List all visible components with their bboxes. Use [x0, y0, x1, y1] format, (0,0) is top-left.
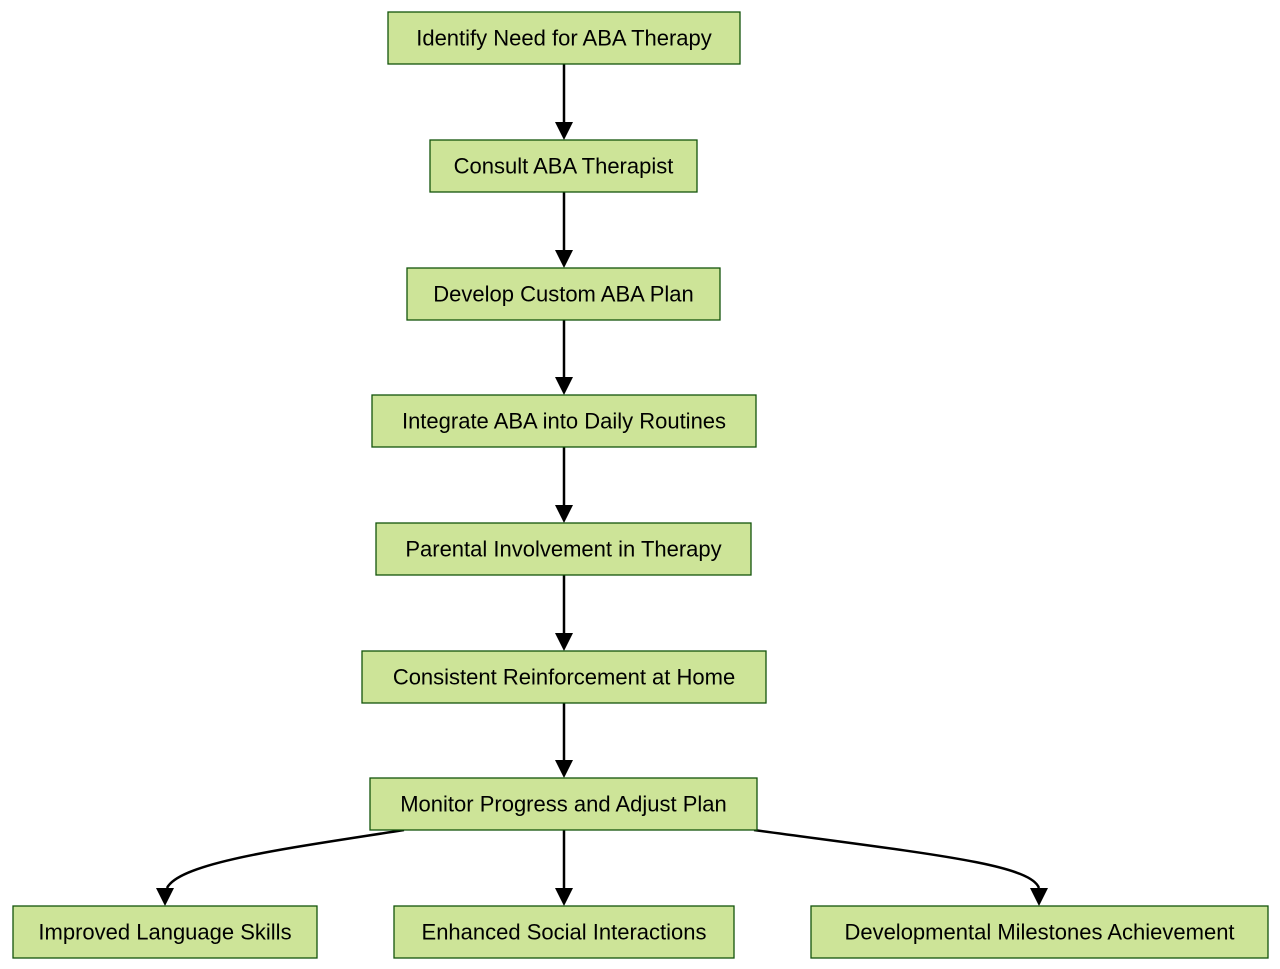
node-parental-involvement-box [375, 522, 752, 576]
edge-monitor-to-language [165, 828, 405, 889]
node-improved-language: Improved Language Skills [12, 905, 318, 959]
node-improved-language-box [12, 905, 318, 959]
node-enhanced-social-box [393, 905, 735, 959]
arrowhead-identify-to-consult [555, 122, 573, 140]
node-enhanced-social: Enhanced Social Interactions [393, 905, 735, 959]
node-develop-plan-label: Develop Custom ABA Plan [433, 282, 693, 307]
node-monitor-progress-box [369, 777, 758, 831]
node-integrate-routines-label: Integrate ABA into Daily Routines [402, 409, 726, 434]
node-identify-need: Identify Need for ABA Therapy [387, 11, 741, 65]
edge-monitor-to-milestones [753, 828, 1041, 889]
arrowhead-monitor-to-milestones [1030, 888, 1048, 906]
node-consistent-reinforcement: Consistent Reinforcement at Home [361, 650, 767, 704]
node-integrate-routines-box [371, 394, 757, 448]
arrowhead-monitor-to-language [156, 888, 174, 906]
nodes-layer: Identify Need for ABA Therapy Consult AB… [12, 11, 1269, 959]
node-improved-language-label: Improved Language Skills [38, 920, 291, 945]
node-identify-need-label: Identify Need for ABA Therapy [416, 26, 712, 51]
arrowhead-consult-to-develop [555, 250, 573, 268]
node-parental-involvement-label: Parental Involvement in Therapy [405, 537, 721, 562]
node-developmental-milestones-label: Developmental Milestones Achievement [844, 920, 1234, 945]
node-monitor-progress-label: Monitor Progress and Adjust Plan [400, 792, 727, 817]
node-develop-plan-box [406, 267, 721, 321]
arrowhead-monitor-to-social [555, 888, 573, 906]
node-consult-therapist-label: Consult ABA Therapist [454, 154, 674, 179]
node-develop-plan: Develop Custom ABA Plan [406, 267, 721, 321]
node-consistent-reinforcement-label: Consistent Reinforcement at Home [393, 665, 735, 690]
arrowhead-parental-to-reinforce [555, 633, 573, 651]
node-consistent-reinforcement-box [361, 650, 767, 704]
arrowhead-reinforce-to-monitor [555, 760, 573, 778]
node-developmental-milestones: Developmental Milestones Achievement [810, 905, 1269, 959]
arrowhead-develop-to-integrate [555, 377, 573, 395]
node-developmental-milestones-box [810, 905, 1269, 959]
node-enhanced-social-label: Enhanced Social Interactions [422, 920, 707, 945]
node-parental-involvement: Parental Involvement in Therapy [375, 522, 752, 576]
edges-layer [156, 64, 1048, 906]
arrowhead-integrate-to-parental [555, 505, 573, 523]
node-consult-therapist: Consult ABA Therapist [429, 139, 698, 193]
node-monitor-progress: Monitor Progress and Adjust Plan [369, 777, 758, 831]
node-integrate-routines: Integrate ABA into Daily Routines [371, 394, 757, 448]
node-consult-therapist-box [429, 139, 698, 193]
node-identify-need-box [387, 11, 741, 65]
